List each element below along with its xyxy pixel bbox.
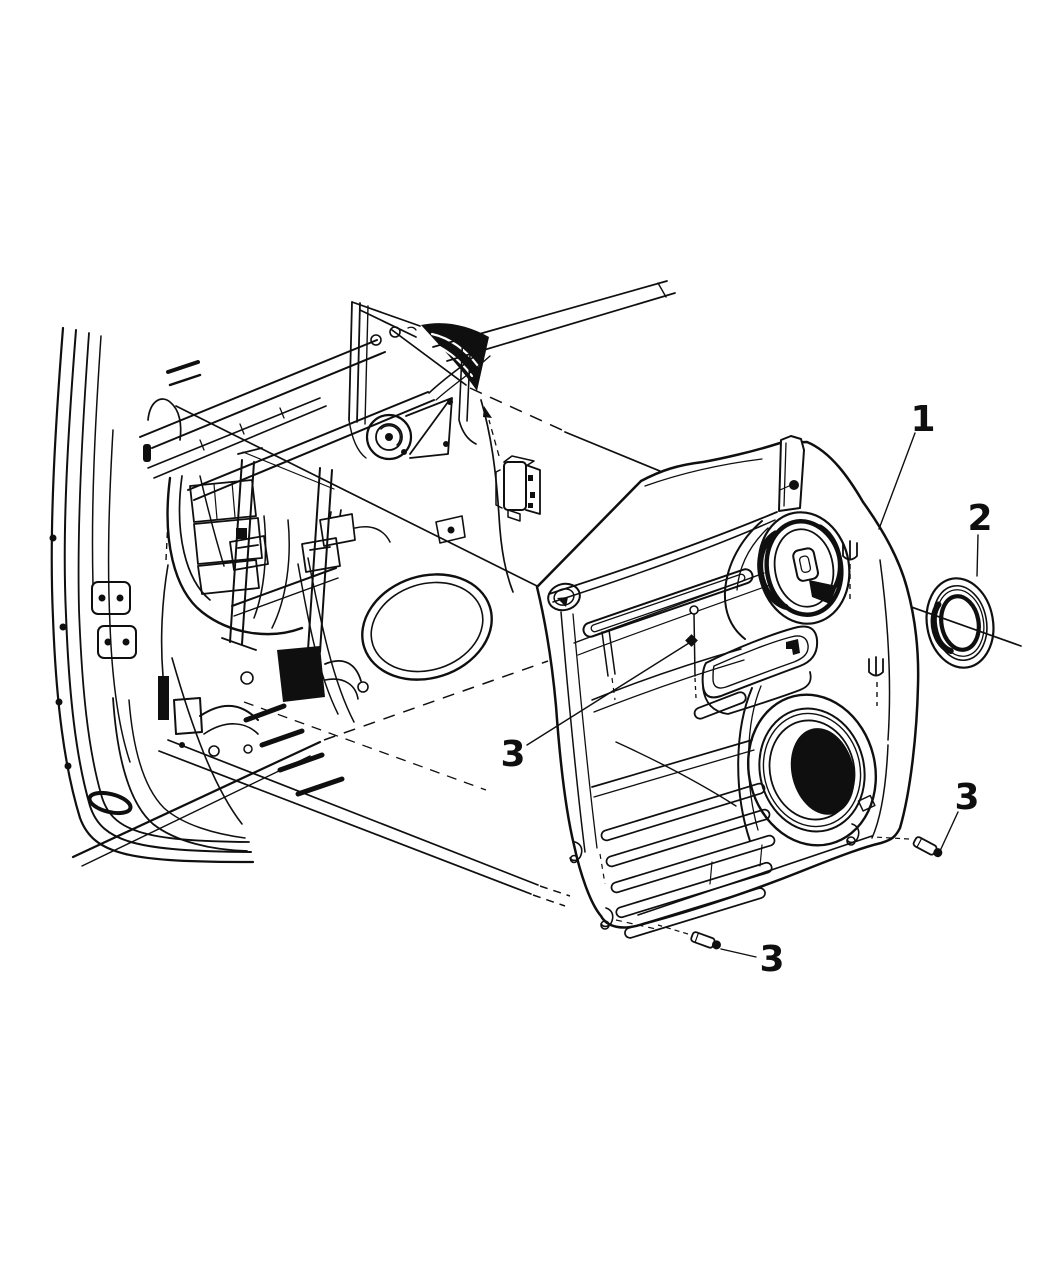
- sill-hatch-dashes: [243, 703, 345, 797]
- door-speaker-opening: [361, 573, 493, 681]
- left-contour: [560, 611, 586, 853]
- regulator-rail: [229, 459, 255, 645]
- quarter-divider: [458, 330, 477, 445]
- trim-panel: [535, 435, 920, 939]
- right-contour: [871, 559, 891, 839]
- speaker-bezel-ring: [925, 577, 995, 669]
- sill-hidden-line: [323, 660, 549, 741]
- edge-bolt-dots: [49, 534, 72, 770]
- door-hinge-upper: [91, 581, 131, 615]
- motor-bracket: [405, 397, 453, 459]
- handle-bezel-opening: [723, 511, 851, 640]
- frame-bolt: [370, 334, 382, 346]
- projection-line-mid: [175, 405, 538, 587]
- door-sill-edge: [71, 740, 322, 859]
- callout-3-right-label: 3: [954, 777, 979, 818]
- speaker-grille: [737, 685, 878, 847]
- door-internals: [143, 397, 493, 757]
- lock-rods: [297, 557, 355, 723]
- frame-post: [348, 301, 361, 423]
- drain-slot: [87, 790, 133, 816]
- screw-right: [873, 836, 943, 858]
- hook-clip-icon: [600, 907, 657, 930]
- callout-2-label: 2: [967, 498, 992, 539]
- latch-connector: [240, 646, 369, 702]
- bracket-bolt: [435, 515, 466, 544]
- leader-line-3-right: [939, 811, 959, 852]
- window-regulator: [221, 447, 341, 653]
- push-clip-icon: [842, 540, 858, 600]
- carriage: [301, 537, 341, 573]
- callout-3-left-label: 3: [500, 734, 525, 775]
- hook-clip-icon: [569, 841, 583, 864]
- frame-rear-edge: [480, 399, 514, 593]
- lower-latch-cluster: [158, 519, 259, 757]
- door-bottom-inner: [112, 697, 248, 852]
- latch-module-stack: [189, 479, 263, 595]
- armrest-slot: [582, 568, 754, 638]
- header-channel: [432, 280, 676, 362]
- door-window-frame: [139, 280, 676, 593]
- lock-actuator: [319, 509, 391, 547]
- frame-bolt: [389, 326, 401, 338]
- door-release-handle: [792, 547, 819, 582]
- upper-moulding: [548, 511, 778, 595]
- push-clip-icon: [868, 656, 884, 706]
- callouts: 1 2 3 3 3: [500, 399, 992, 980]
- regulator-motor: [365, 397, 453, 461]
- leader-line-3-left: [526, 642, 690, 746]
- door-hinge-lower: [97, 625, 137, 659]
- locator-arrowhead: [483, 406, 492, 418]
- leader-line-2: [976, 534, 979, 577]
- armrest-cup: [693, 625, 819, 720]
- impact-beam: [187, 391, 435, 501]
- callout-3-bottom-label: 3: [759, 939, 784, 980]
- map-pocket: [591, 739, 873, 939]
- door-shell: [49, 326, 549, 867]
- callout-1-label: 1: [910, 399, 935, 440]
- harness-loop: [166, 476, 304, 636]
- screw-bottom: [657, 924, 721, 950]
- leader-line-1: [878, 432, 916, 530]
- wire-drops: [199, 475, 290, 629]
- connector-module: [495, 455, 541, 522]
- upper-mounting-tab: [778, 435, 805, 512]
- projection-line-top: [391, 329, 467, 386]
- door-outer-edge: [50, 326, 255, 864]
- check-strap: [143, 398, 182, 462]
- leader-line-3-bottom: [720, 948, 757, 958]
- projection-line-bottom: [158, 739, 539, 895]
- speaker-cone: [790, 728, 855, 815]
- lock-knob-grommet: [547, 582, 581, 612]
